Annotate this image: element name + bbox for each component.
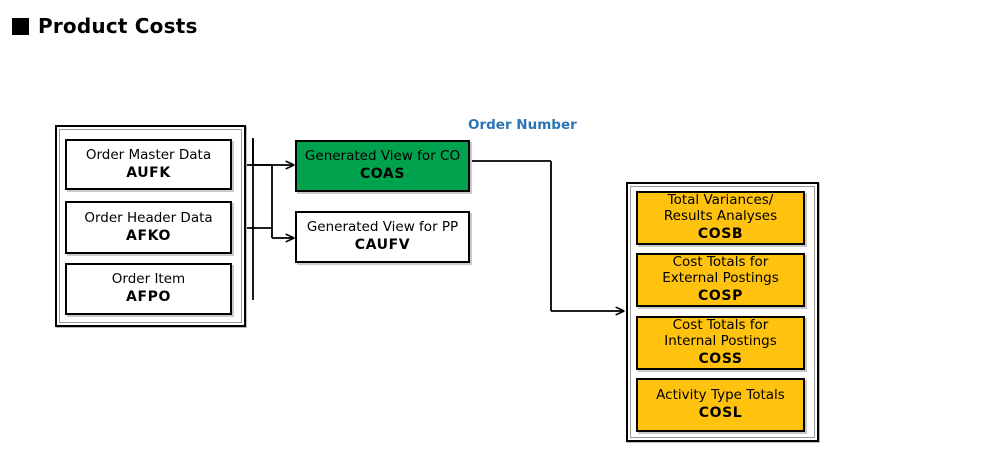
page-title-text: Product Costs	[38, 14, 198, 38]
entity-code: COSS	[698, 351, 743, 368]
entity-caption: Generated View for CO	[304, 148, 461, 165]
square-bullet-icon	[12, 17, 29, 35]
entity-box-coas[interactable]: Generated View for CO COAS	[295, 140, 470, 192]
entity-box-aufk[interactable]: Order Master Data AUFK	[65, 139, 232, 190]
entity-caption: Order Master Data	[85, 146, 212, 163]
entity-caption-line2: Internal Postings	[664, 333, 777, 350]
entity-code: COSL	[698, 405, 743, 422]
entity-code: AFPO	[126, 289, 171, 306]
edge-label-order-number: Order Number	[468, 117, 577, 133]
entity-code: AUFK	[126, 164, 171, 181]
entity-caption: Order Header Data	[84, 209, 213, 226]
entity-caption-line1: Activity Type Totals	[656, 387, 785, 404]
page-title: Product Costs	[12, 14, 198, 38]
entity-caption-line1: Total Variances/	[667, 192, 774, 209]
entity-box-cosp[interactable]: Cost Totals for External Postings COSP	[636, 253, 805, 307]
entity-box-afko[interactable]: Order Header Data AFKO	[65, 201, 232, 254]
entity-caption-line2: Results Analyses	[663, 208, 778, 225]
entity-caption: Order Item	[111, 271, 186, 288]
entity-box-cosl[interactable]: Activity Type Totals COSL	[636, 378, 805, 432]
entity-code: CAUFV	[354, 237, 411, 254]
entity-caption: Generated View for PP	[306, 219, 459, 236]
entity-caption-line1: Cost Totals for	[672, 254, 769, 271]
entity-box-caufv[interactable]: Generated View for PP CAUFV	[295, 211, 470, 263]
entity-caption-line1: Cost Totals for	[672, 317, 769, 334]
entity-code: COSP	[698, 288, 743, 305]
entity-box-coss[interactable]: Cost Totals for Internal Postings COSS	[636, 316, 805, 370]
entity-box-afpo[interactable]: Order Item AFPO	[65, 263, 232, 315]
entity-code: AFKO	[126, 227, 171, 244]
entity-caption-line2: External Postings	[662, 270, 779, 287]
entity-code: COSB	[697, 226, 744, 243]
entity-box-cosb[interactable]: Total Variances/ Results Analyses COSB	[636, 191, 805, 245]
entity-code: COAS	[359, 166, 406, 183]
